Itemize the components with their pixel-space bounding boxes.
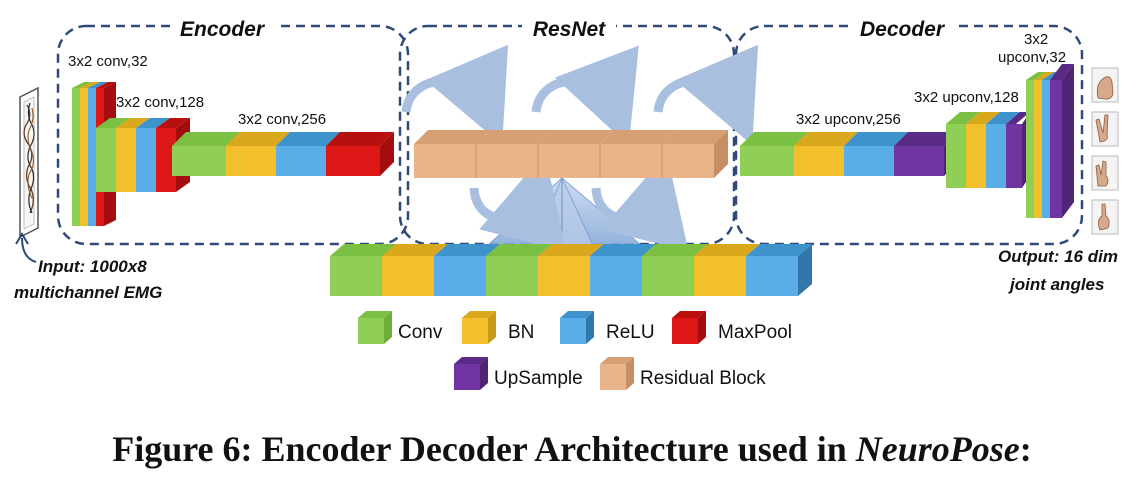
encoder-title: Encoder (180, 18, 266, 41)
output-label-line1: Output: 16 dim (998, 247, 1118, 266)
caption-emphasis: NeuroPose (855, 429, 1020, 469)
input-emg-plate (19, 86, 39, 239)
residual-blocks (414, 130, 728, 178)
legend-item-upsample: UpSample (454, 357, 583, 390)
caption-prefix: Figure 6: Encoder Decoder Architecture u… (112, 429, 856, 469)
decoder-block-3 (1026, 64, 1074, 218)
expanded-residual-block (330, 244, 812, 296)
decoder-layer-3-label-line1: 3x2 (1024, 31, 1048, 48)
resnet-title: ResNet (533, 18, 606, 41)
encoder-layer-3-label: 3x2 conv,256 (238, 111, 326, 128)
legend-item-maxpool: MaxPool (672, 311, 792, 344)
encoder-box (56, 24, 410, 246)
decoder-block-2 (946, 112, 1030, 188)
architecture-diagram: Encoder ResNet Decoder Input: 1000x8 mul… (14, 18, 1119, 390)
decoder-layer-3-label-line2: upconv,32 (998, 49, 1066, 66)
decoder-layer-2-label: 3x2 upconv,128 (914, 89, 1019, 106)
legend-label-maxpool: MaxPool (718, 322, 792, 343)
decoder-title: Decoder (860, 18, 946, 41)
input-arrow-icon (21, 237, 37, 263)
output-label-line2: joint angles (1008, 275, 1104, 294)
legend-item-conv: Conv (358, 311, 443, 344)
legend-item-bn: BN (462, 311, 534, 344)
legend-label-bn: BN (508, 322, 534, 343)
legend-item-relu: ReLU (560, 311, 655, 344)
legend-item-residual-block: Residual Block (600, 357, 766, 390)
legend-label-residual-block: Residual Block (640, 368, 766, 389)
legend-label-upsample: UpSample (494, 368, 583, 389)
resnet-skip-arrows (401, 44, 759, 252)
caption-suffix: : (1019, 429, 1032, 469)
encoder-layer-1-label: 3x2 conv,32 (68, 53, 148, 70)
encoder-layer-2-label: 3x2 conv,128 (116, 94, 204, 111)
legend-label-conv: Conv (398, 322, 443, 343)
decoder-layer-1-label: 3x2 upconv,256 (796, 111, 901, 128)
figure-caption: Figure 6: Encoder Decoder Architecture u… (0, 428, 1144, 470)
hand-pose-icons (1091, 67, 1119, 235)
legend: Conv BN ReLU MaxPool UpSample (358, 311, 792, 390)
legend-label-relu: ReLU (606, 322, 655, 343)
input-label-line2: multichannel EMG (14, 283, 162, 302)
encoder-block-3 (172, 132, 394, 176)
decoder-block-1 (740, 132, 958, 176)
input-label-line1: Input: 1000x8 (38, 257, 147, 276)
